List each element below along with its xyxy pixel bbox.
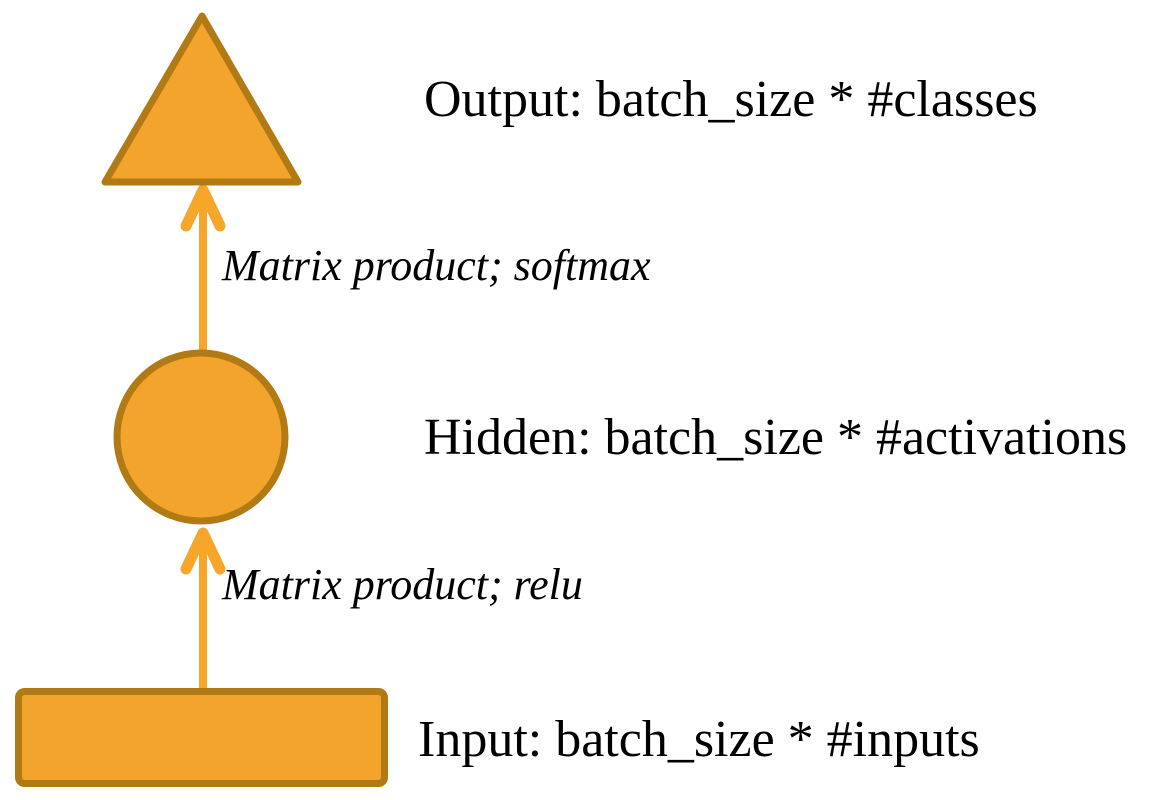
input-label: Input: batch_size * #inputs [418,711,980,768]
softmax-arrow [180,184,226,354]
hidden-node-circle [113,349,289,525]
hidden-label: Hidden: batch_size * #activations [424,409,1128,466]
output-node-triangle [101,12,302,186]
relu-edge-label: Matrix product; relu [222,560,583,609]
output-label: Output: batch_size * #classes [424,71,1038,128]
relu-arrow [180,527,226,691]
input-node-rectangle [15,688,388,787]
softmax-edge-label: Matrix product; softmax [222,241,651,290]
